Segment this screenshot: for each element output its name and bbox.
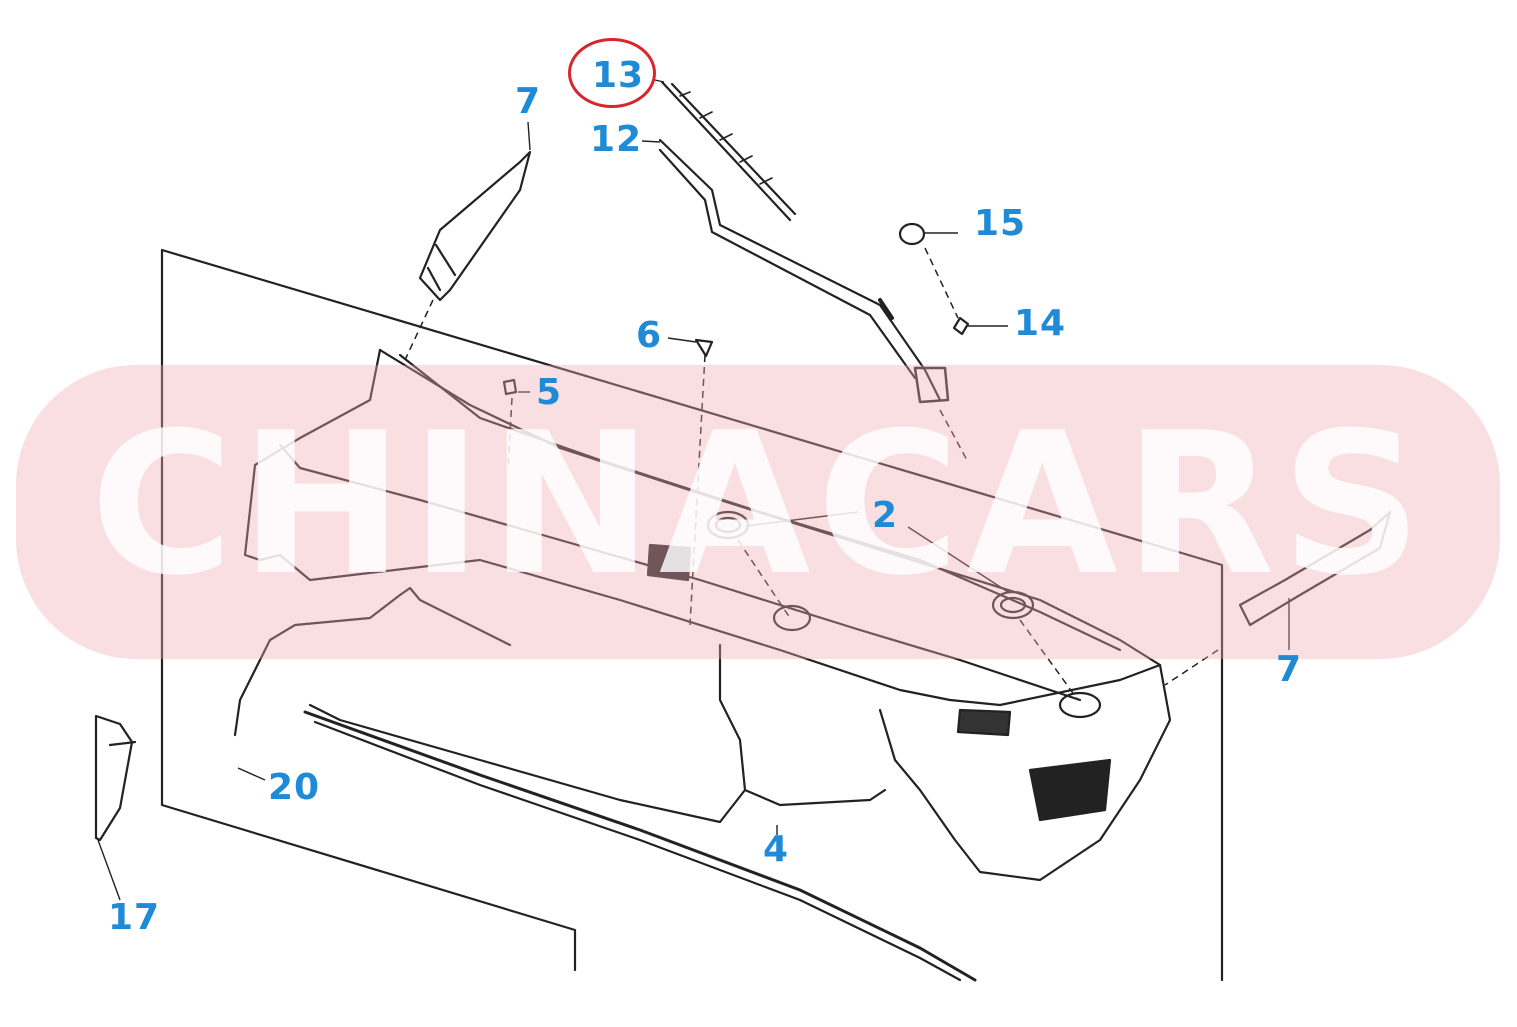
watermark-text: CHINACARS.CL <box>90 405 1430 605</box>
left-side-trim <box>418 150 532 302</box>
leader-20 <box>237 767 266 781</box>
callout-4: 4 <box>763 829 790 870</box>
right-side-trim <box>1238 510 1392 627</box>
highlight-circle <box>568 38 656 108</box>
callout-20: 20 <box>268 767 321 808</box>
leader-2a <box>745 511 859 527</box>
grommet-right <box>991 590 1035 620</box>
callout-7-top: 7 <box>515 81 542 122</box>
leader-6 <box>667 337 697 343</box>
panel-frame <box>160 248 1224 982</box>
pivot-cap <box>898 222 926 246</box>
callout-14: 14 <box>1014 303 1067 344</box>
wiper-arm <box>658 138 942 402</box>
cowl-panel <box>243 348 1172 882</box>
clip-6 <box>694 338 714 358</box>
callout-12: 12 <box>590 119 643 160</box>
callout-6: 6 <box>636 315 663 356</box>
leader-12 <box>641 140 661 143</box>
callout-13: 13 <box>592 55 645 96</box>
seal-strip <box>303 710 977 982</box>
leader-7-top <box>527 121 531 151</box>
clip-5 <box>502 378 518 396</box>
callout-15: 15 <box>974 203 1027 244</box>
watermark-band <box>16 365 1500 659</box>
bracket-17 <box>94 714 134 842</box>
grommet-left <box>706 510 750 540</box>
wiper-blade <box>660 80 797 222</box>
callout-7-right: 7 <box>1276 649 1303 690</box>
leader-17 <box>97 839 121 901</box>
callout-5: 5 <box>536 372 563 413</box>
washer-hose <box>233 586 747 824</box>
callout-2: 2 <box>872 495 899 536</box>
arm-pivot <box>913 366 950 404</box>
leader-13 <box>654 79 665 83</box>
leader-2b <box>907 526 1009 593</box>
callout-17: 17 <box>108 897 161 938</box>
